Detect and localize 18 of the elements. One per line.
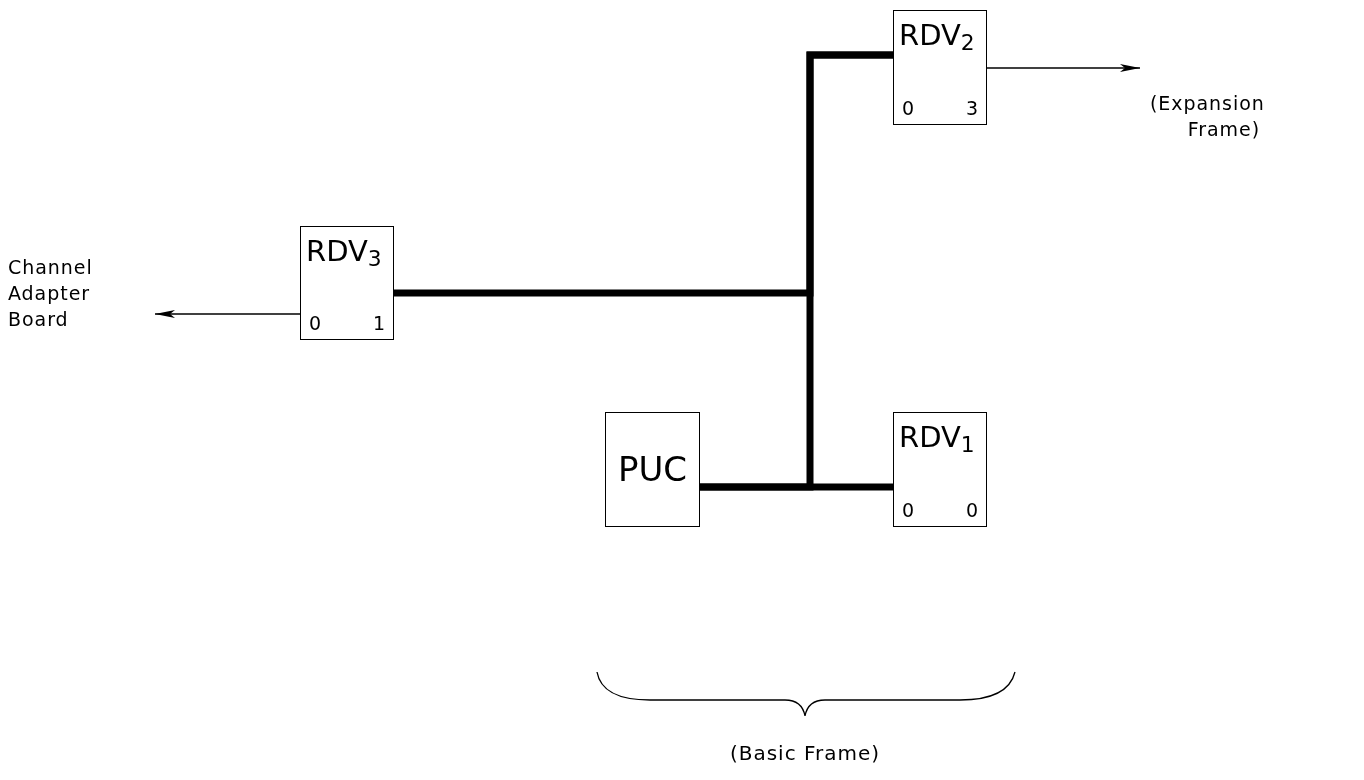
port-number: 0	[309, 314, 322, 333]
arrow	[986, 64, 1141, 72]
block-box	[300, 226, 394, 340]
block-label: RDV$_{1}$	[899, 423, 975, 452]
block-box	[893, 10, 987, 125]
port-number: 3	[965, 99, 978, 118]
arrow	[154, 310, 301, 318]
block-box	[605, 412, 700, 527]
endpoint-label: Channel Adapter Board	[8, 255, 94, 332]
port-number: 0	[902, 501, 915, 520]
port-number: 0	[902, 99, 915, 118]
block-label: RDV$_{3}$	[306, 237, 382, 266]
block-label: RDV$_{2}$	[899, 21, 975, 50]
port-number: 0	[965, 501, 978, 520]
port-number: 1	[372, 314, 385, 333]
frame-caption: (Basic Frame)	[728, 740, 882, 767]
block-box	[893, 412, 987, 527]
block-label: PUC	[616, 448, 689, 491]
